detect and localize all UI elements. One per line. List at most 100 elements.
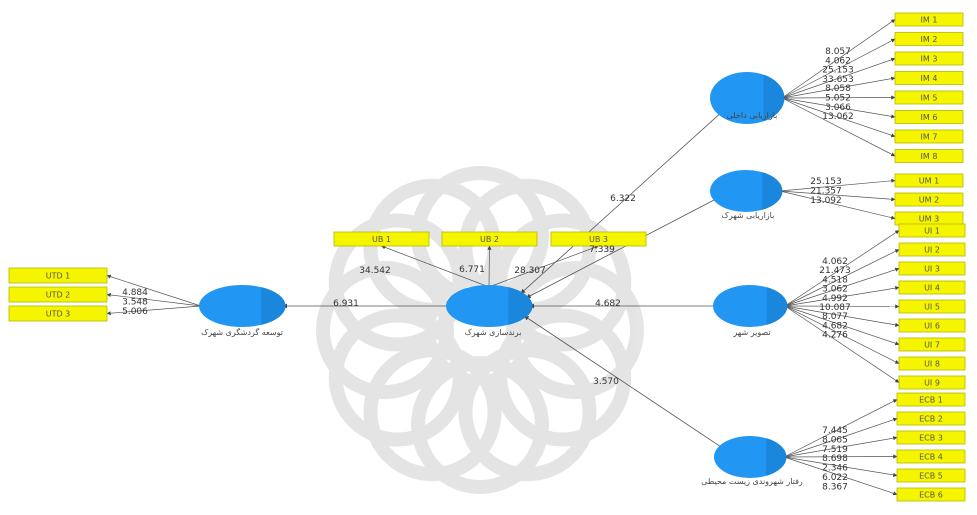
indicator-ub-2: UB 2 (441, 231, 538, 247)
indicator-arrow (783, 454, 898, 459)
indicator-label: UTD 3 (46, 310, 71, 319)
indicator-box (894, 51, 964, 66)
indicator-label: UM 1 (919, 177, 939, 186)
coefficient-label: 4.682 (595, 299, 621, 309)
coefficient-label: 4.276 (822, 331, 848, 341)
indicator-box (333, 231, 430, 247)
coefficient-label: 10.087 (819, 303, 851, 313)
star-rosette-logo-watermark (316, 166, 644, 494)
indicator-arrow (784, 230, 900, 307)
coefficient-label: 21.357 (810, 187, 842, 197)
indicator-box (894, 110, 964, 124)
indicator-label: ECB 3 (919, 434, 943, 443)
indicator-label: UB 3 (589, 235, 608, 244)
latent-label: تصویر شهر (732, 328, 770, 337)
indicator-utd-3: UTD 3 (8, 305, 108, 322)
coefficient-label: 34.542 (359, 266, 391, 276)
indicator-arrow (784, 267, 900, 307)
indicator-ecb-2: ECB 2 (896, 411, 966, 426)
indicator-box (896, 468, 966, 483)
indicator-um-2: UM 2 (894, 192, 964, 207)
indicator-arrow (784, 286, 900, 307)
indicator-box (898, 375, 966, 390)
coefficient-label: 8.698 (822, 454, 848, 464)
indicator-box (894, 12, 964, 27)
latent-ub: برندسازی شهرک (446, 285, 533, 337)
indicator-arrow (381, 245, 490, 288)
latent-label: بازاریابی شهرک (722, 211, 775, 220)
indicator-box (896, 430, 966, 445)
coefficient-label: 4.518 (822, 275, 848, 285)
latent-label: بازاریابی داخلی (727, 111, 778, 120)
latent-ui: تصویر شهر (713, 285, 788, 337)
latent-utd: توسعه گردشگری شهرک (199, 285, 286, 337)
indicator-ui-1: UI 1 (898, 223, 966, 238)
indicator-ui-7: UI 7 (898, 337, 966, 352)
coefficient-label: 4.884 (122, 288, 148, 298)
path-arrow-ecb-ub (523, 315, 723, 448)
coefficient-label: 13.092 (810, 196, 842, 206)
indicator-im-4: IM 4 (894, 71, 964, 85)
indicator-box (898, 337, 966, 352)
indicator-arrow (784, 249, 900, 307)
indicator-box (894, 173, 964, 188)
indicator-ui-9: UI 9 (898, 375, 966, 390)
coefficient-label: 4.062 (825, 56, 851, 66)
indicator-box (8, 305, 108, 322)
indicator-im-7: IM 7 (894, 129, 964, 144)
indicator-label: UI 7 (924, 341, 940, 350)
indicator-ub-1: UB 1 (333, 231, 430, 247)
indicator-box (8, 286, 108, 303)
indicator-box (441, 231, 538, 247)
indicator-arrow (784, 305, 900, 364)
coefficient-label: 7.339 (589, 245, 615, 255)
indicator-label: ECB 6 (919, 491, 943, 500)
indicator-ui-2: UI 2 (898, 242, 966, 257)
indicator-arrow (783, 456, 898, 477)
indicator-label: UB 1 (372, 235, 391, 244)
indicator-box (896, 411, 966, 426)
coefficient-label: 33.653 (822, 75, 854, 85)
indicator-label: UM 3 (919, 215, 939, 224)
indicator-ecb-6: ECB 6 (896, 487, 966, 502)
indicator-label: ECB 1 (919, 396, 943, 405)
indicator-ub-3: UB 3 (550, 231, 647, 247)
indicator-label: IM 8 (921, 152, 938, 161)
path-arrow-im-ub (520, 112, 722, 294)
indicator-box (894, 90, 964, 105)
indicator-arrow (779, 190, 896, 220)
indicator-label: ECB 2 (919, 415, 943, 424)
indicator-ui-6: UI 6 (898, 318, 966, 333)
coefficient-label: 21.473 (819, 266, 851, 276)
indicator-box (894, 192, 964, 207)
coefficient-label: 5.006 (122, 307, 148, 317)
indicator-box (894, 129, 964, 144)
coefficient-label: 2.346 (822, 464, 848, 474)
indicator-box (896, 392, 966, 407)
indicator-label: UI 6 (924, 322, 940, 331)
indicator-box (898, 261, 966, 276)
indicator-arrow (106, 292, 202, 307)
indicator-im-3: IM 3 (894, 51, 964, 66)
coefficient-label: 6.931 (333, 299, 359, 309)
latent-um: بازاریابی شهرک (710, 170, 783, 220)
indicator-label: IM 7 (921, 133, 938, 142)
latent-shade (766, 287, 788, 325)
indicator-um-1: UM 1 (894, 173, 964, 188)
indicator-arrow (784, 305, 900, 346)
coefficient-label: 4.682 (822, 321, 848, 331)
indicator-im-1: IM 1 (894, 12, 964, 27)
indicator-arrow (784, 305, 900, 383)
indicator-im-6: IM 6 (894, 110, 964, 124)
indicator-label: UTD 2 (46, 291, 71, 300)
indicator-label: UM 2 (919, 196, 939, 205)
indicator-ui-4: UI 4 (898, 280, 966, 295)
indicator-im-8: IM 8 (894, 149, 964, 163)
latent-label: رفتار شهروندی زیست محیطی (701, 477, 803, 486)
indicator-label: UI 4 (924, 284, 940, 293)
indicator-label: IM 1 (921, 16, 938, 25)
indicator-arrow (781, 38, 896, 99)
indicator-box (896, 449, 966, 464)
indicator-box (898, 242, 966, 257)
